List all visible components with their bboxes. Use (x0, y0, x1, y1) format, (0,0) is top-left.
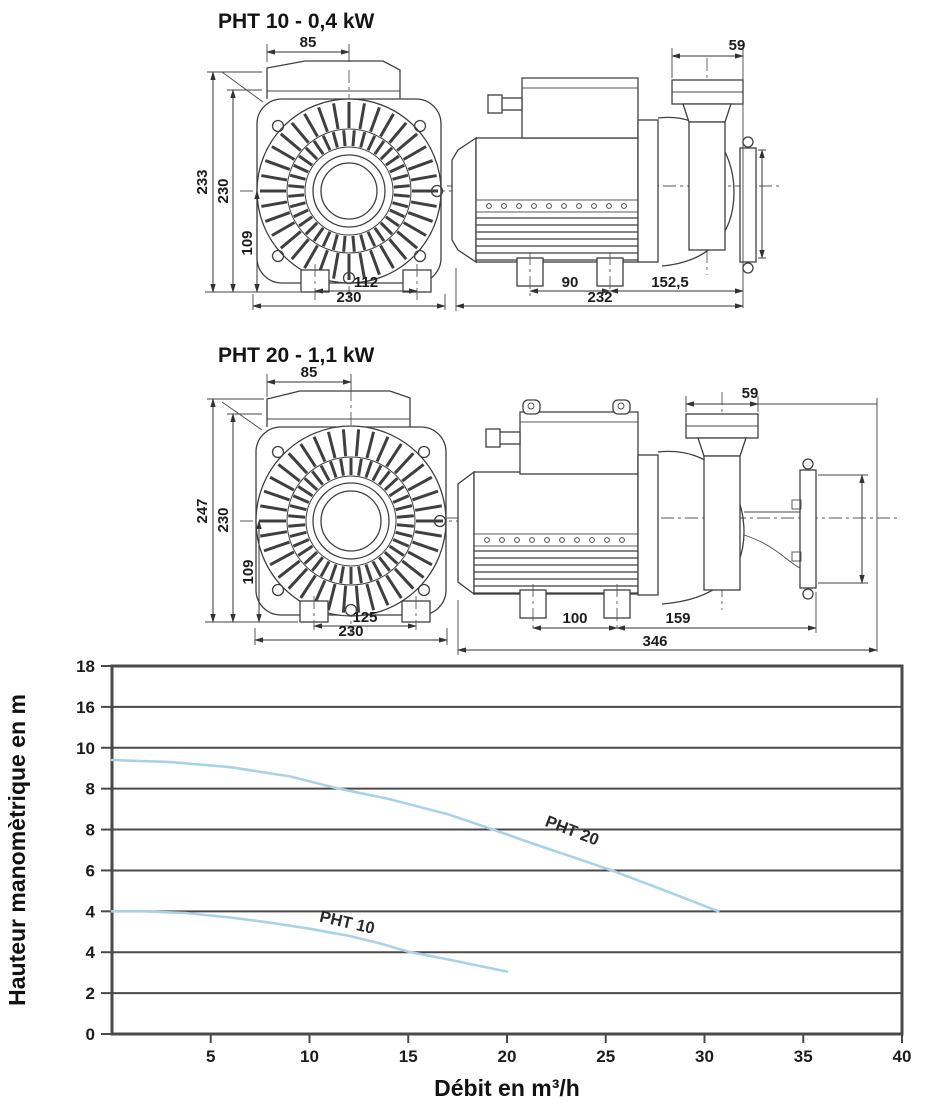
curve-pht-20 (110, 758, 720, 913)
dim-side-feet-spacing: 100 (562, 610, 587, 627)
y-tick-label: 8 (86, 821, 95, 840)
dim-rear: 159 (665, 610, 690, 627)
pump-grille-icon (259, 429, 443, 613)
motor-fins (476, 217, 638, 261)
dim-length: 346 (642, 633, 667, 650)
dim-height-axis: 109 (240, 559, 257, 584)
dim-width: 230 (338, 623, 363, 640)
y-tick-label: 6 (86, 861, 95, 880)
x-tick-label: 20 (498, 1047, 517, 1066)
dim-top-width: 85 (300, 34, 317, 51)
drawing-pht10: PHT 10 - 0,4 kW (194, 10, 780, 311)
y-tick-label: 4 (86, 902, 96, 921)
dim-height-body: 230 (215, 507, 232, 532)
x-tick-label: 5 (206, 1047, 215, 1066)
dim-rear: 152,5 (651, 274, 689, 291)
y-tick-label: 0 (86, 1025, 95, 1044)
dim-height-axis: 109 (239, 230, 256, 255)
dim-width: 230 (336, 289, 361, 306)
x-axis-label: Débit en m³/h (434, 1075, 580, 1101)
pht10-side-view: 59 90 152,5 232 (447, 37, 780, 311)
plot-border (110, 664, 904, 1036)
bolt-icons (271, 445, 447, 617)
bolt-icons (271, 119, 444, 285)
dim-feet-spacing: 112 (354, 274, 378, 291)
y-tick-label: 2 (86, 984, 95, 1003)
y-tick-label: 16 (76, 698, 95, 717)
x-tick-label: 15 (399, 1047, 418, 1066)
drawing-pht20: PHT 20 - 1,1 kW (194, 344, 900, 655)
x-tick-label: 10 (300, 1047, 319, 1066)
curve-label-pht-20: PHT 20 (543, 813, 602, 850)
dim-height-total: 233 (194, 169, 211, 194)
dim-top-width: 85 (301, 364, 318, 381)
x-tick-label: 25 (596, 1047, 615, 1066)
drawing-title-pht10: PHT 10 - 0,4 kW (218, 10, 375, 33)
pump-grille-icon (260, 102, 438, 280)
pht10-front-view: 85 233 230 109 112 230 (194, 34, 460, 310)
motor-rail-dots (486, 203, 627, 209)
x-tick-label: 35 (794, 1047, 813, 1066)
dim-height-total: 247 (194, 498, 211, 523)
motor-rail-dots (484, 537, 625, 543)
pht20-front-view: 85 247 230 109 125 230 (194, 364, 462, 645)
y-tick-label: 4 (86, 943, 96, 962)
dim-length: 232 (587, 289, 612, 306)
x-tick-label: 30 (695, 1047, 714, 1066)
dim-side-feet-spacing: 90 (562, 274, 579, 291)
motor-fins (474, 550, 638, 594)
y-axis-label: Hauteur manomètrique en m (4, 694, 30, 1006)
curve-pht-10 (110, 909, 509, 973)
pht20-side-view: 59 100 159 346 (445, 385, 900, 655)
x-tick-label: 40 (893, 1047, 912, 1066)
y-tick-label: 10 (76, 739, 95, 758)
y-tick-label: 18 (76, 657, 95, 676)
y-tick-label: 8 (86, 780, 95, 799)
drawing-title-pht20: PHT 20 - 1,1 kW (218, 344, 375, 367)
dim-height-body: 230 (215, 178, 232, 203)
dim-port-width: 59 (742, 385, 759, 402)
dim-port-width: 59 (729, 37, 746, 54)
dim-feet-spacing: 125 (352, 609, 377, 626)
